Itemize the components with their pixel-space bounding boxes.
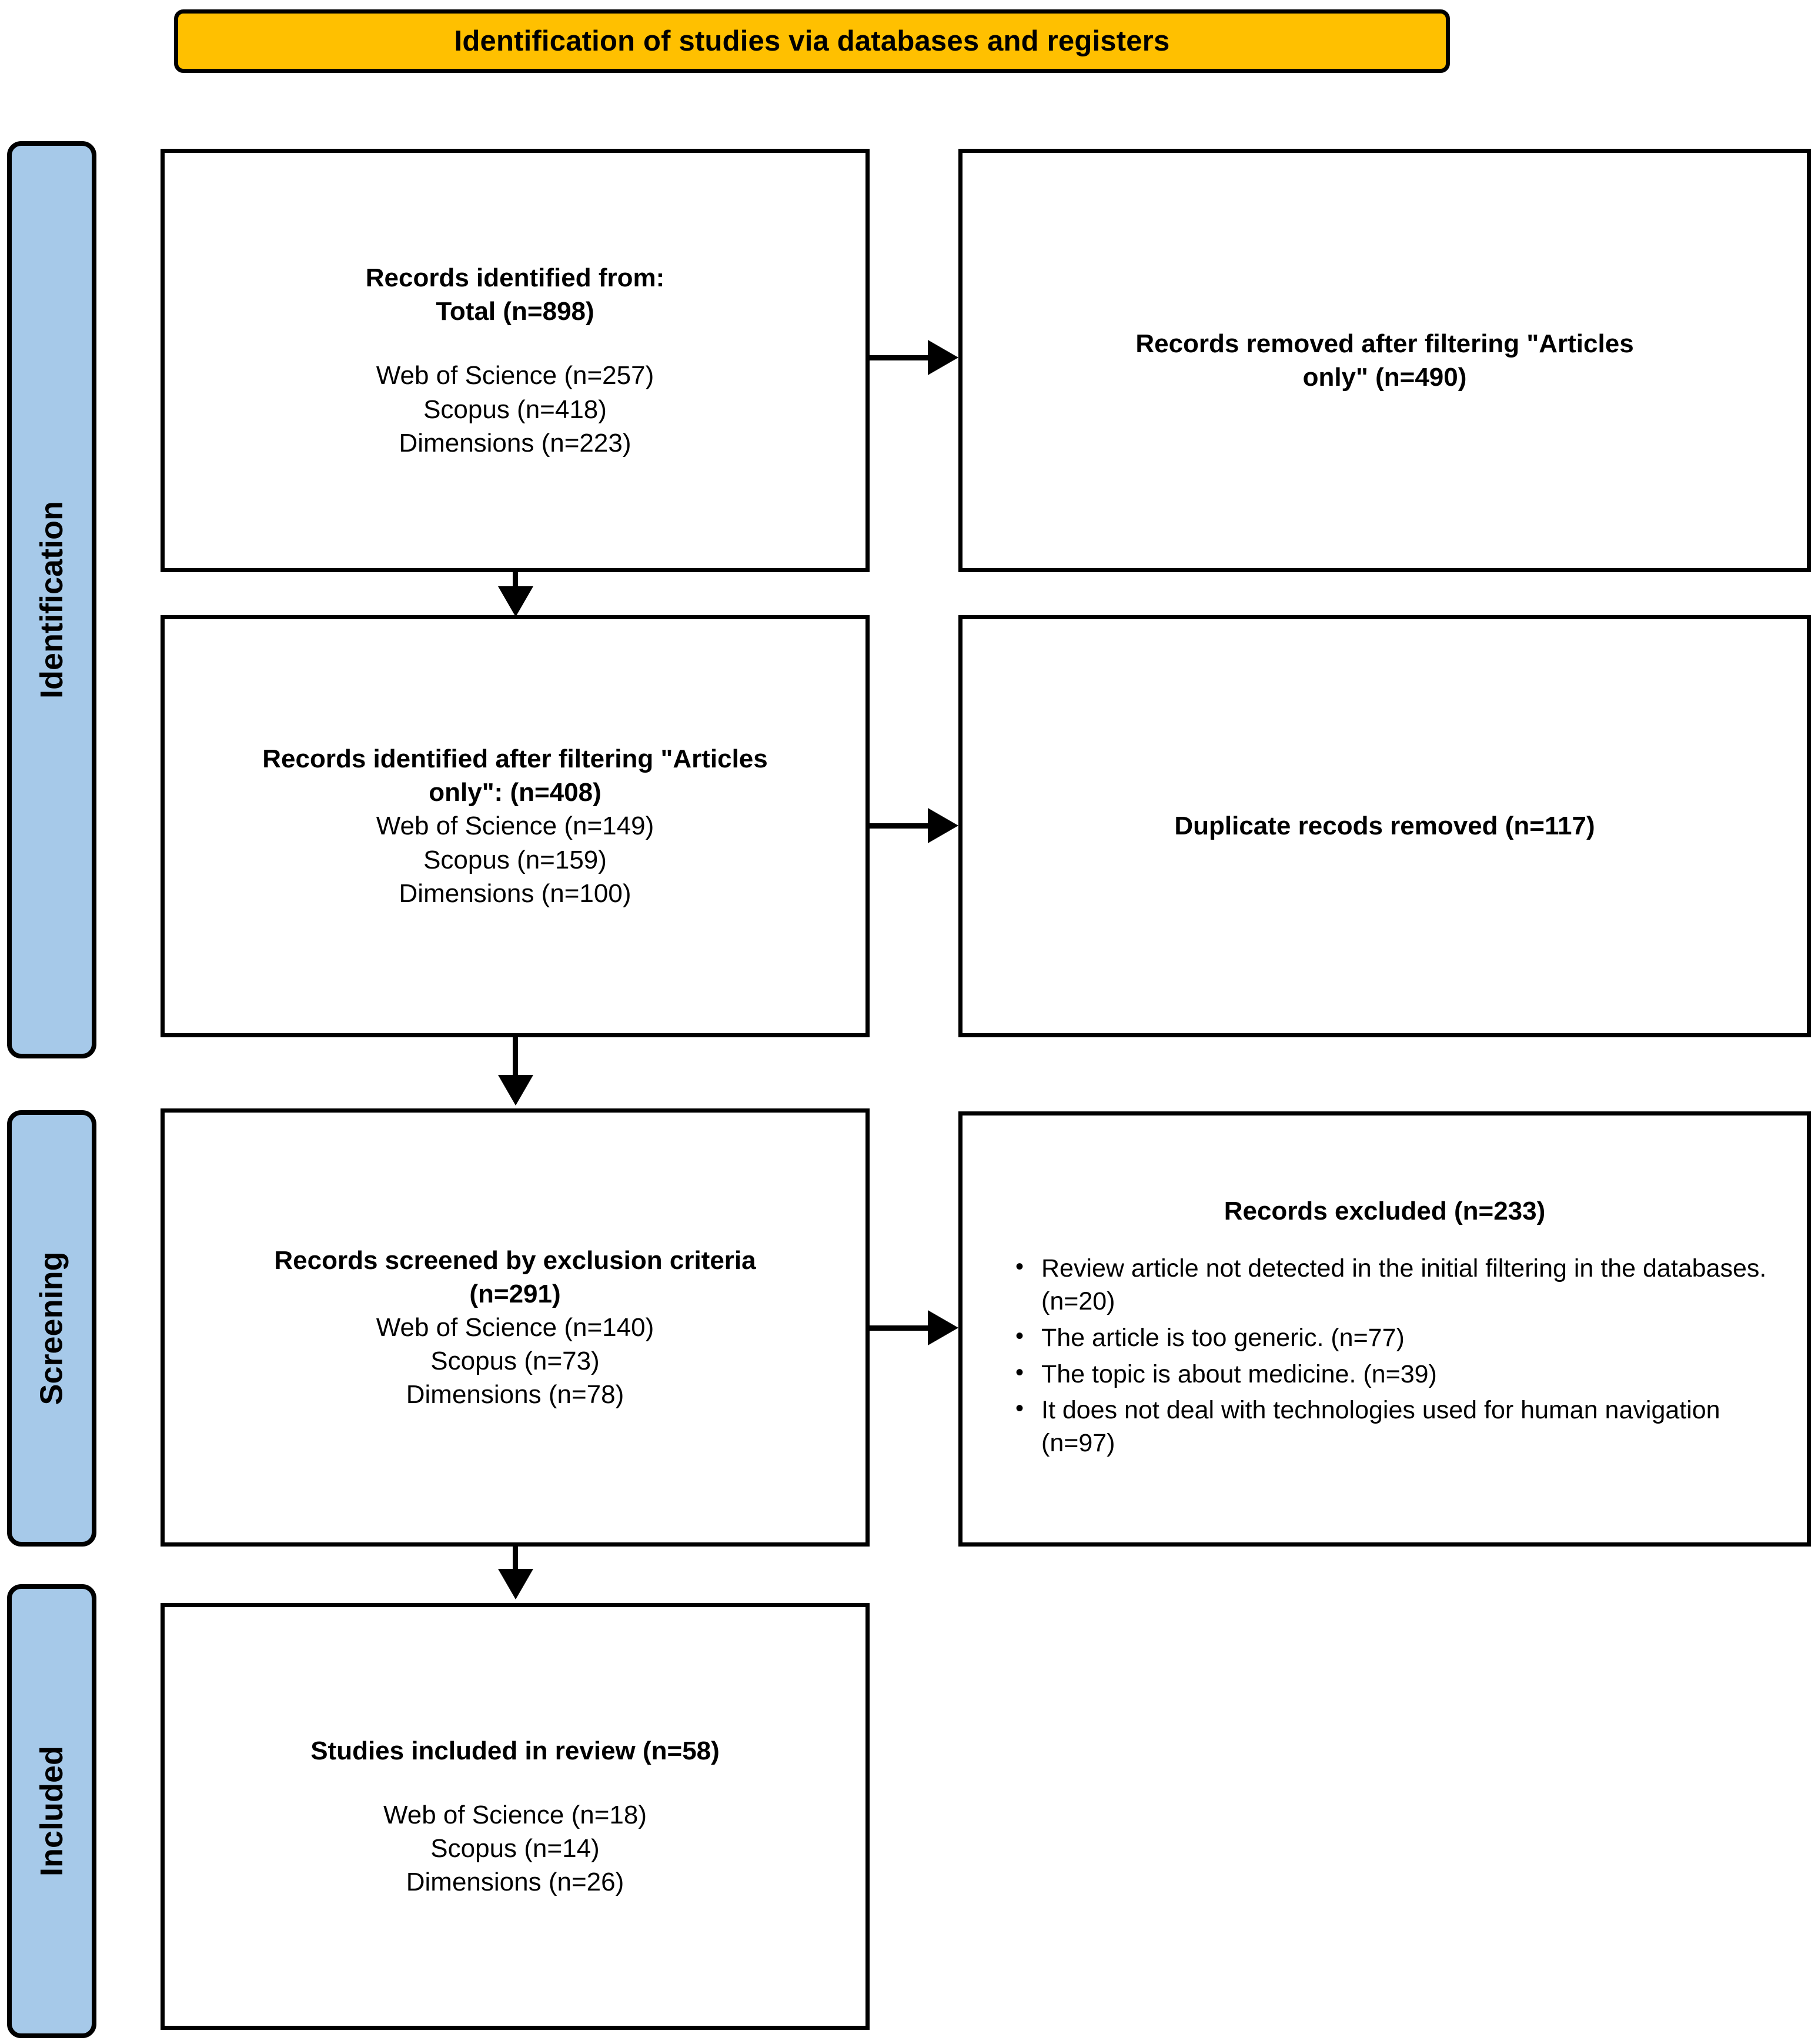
box-line: Records identified from: — [365, 263, 665, 293]
box-line: only": (n=408) — [429, 778, 601, 807]
exclusion-reason-item: It does not deal with technologies used … — [1015, 1393, 1787, 1460]
box-line: Scopus (n=73) — [430, 1347, 600, 1376]
stage-label-screening: Screening — [7, 1110, 96, 1547]
arrow-right-icon — [928, 340, 958, 375]
box-line: Web of Science (n=149) — [376, 811, 654, 841]
box-records-excluded: Records excluded (n=233) Review article … — [958, 1111, 1811, 1547]
exclusion-reason-item: Review article not detected in the initi… — [1015, 1251, 1787, 1318]
box-line: Scopus (n=418) — [423, 395, 607, 424]
box-line: (n=291) — [469, 1279, 561, 1308]
box-line: Web of Science (n=257) — [376, 361, 654, 390]
diagram-title-text: Identification of studies via databases … — [454, 25, 1170, 57]
connector-screened-to-excluded — [870, 1325, 933, 1331]
box-records-identified: Records identified from: Total (n=898) W… — [161, 149, 870, 572]
arrow-down-icon — [498, 1569, 533, 1599]
arrow-down-icon — [498, 1075, 533, 1106]
connector-after-filter-to-duplicates — [870, 823, 933, 829]
excluded-title: Records excluded (n=233) — [1224, 1196, 1546, 1225]
arrow-down-icon — [498, 586, 533, 617]
diagram-title-banner: Identification of studies via databases … — [174, 9, 1450, 73]
box-line: Scopus (n=14) — [430, 1834, 600, 1863]
box-line: Dimensions (n=78) — [406, 1380, 624, 1410]
stage-label-identification-text: Identification — [34, 501, 69, 699]
box-line: Dimensions (n=223) — [399, 428, 631, 457]
box-line: Web of Science (n=18) — [383, 1800, 647, 1829]
box-line: Records removed after filtering "Article… — [1135, 329, 1634, 358]
stage-label-included: Included — [7, 1584, 96, 2038]
box-line: Records screened by exclusion criteria — [274, 1245, 756, 1275]
box-line: Studies included in review (n=58) — [310, 1736, 720, 1765]
box-line: Total (n=898) — [436, 297, 594, 326]
box-studies-included: Studies included in review (n=58) Web of… — [161, 1603, 870, 2030]
box-line: only" (n=490) — [1302, 363, 1467, 392]
connector-identified-to-after-filter — [513, 572, 518, 590]
stage-label-identification: Identification — [7, 141, 96, 1058]
box-line-spacer — [185, 328, 845, 359]
box-records-after-filtering: Records identified after filtering "Arti… — [161, 615, 870, 1037]
box-line: Duplicate recods removed (n=117) — [1174, 811, 1595, 841]
connector-after-filter-to-screened — [513, 1037, 518, 1077]
stage-label-screening-text: Screening — [34, 1251, 69, 1405]
arrow-right-icon — [928, 808, 958, 843]
box-line-spacer — [185, 1768, 845, 1798]
box-line: Dimensions (n=100) — [399, 879, 631, 908]
exclusion-reason-item: The article is too generic. (n=77) — [1015, 1321, 1787, 1355]
box-line: Records identified after filtering "Arti… — [262, 744, 768, 774]
exclusion-reason-list: Review article not detected in the initi… — [982, 1251, 1787, 1464]
box-records-screened: Records screened by exclusion criteria (… — [161, 1108, 870, 1547]
box-records-removed-filtering: Records removed after filtering "Article… — [958, 149, 1811, 572]
box-line: Dimensions (n=26) — [406, 1868, 624, 1897]
connector-identified-to-removed — [870, 355, 933, 360]
box-duplicates-removed: Duplicate recods removed (n=117) — [958, 615, 1811, 1037]
stage-label-included-text: Included — [34, 1745, 70, 1877]
box-line: Scopus (n=159) — [423, 845, 607, 874]
connector-screened-to-included — [513, 1547, 518, 1571]
arrow-right-icon — [928, 1310, 958, 1345]
exclusion-reason-item: The topic is about medicine. (n=39) — [1015, 1357, 1787, 1391]
box-line: Web of Science (n=140) — [376, 1312, 654, 1342]
